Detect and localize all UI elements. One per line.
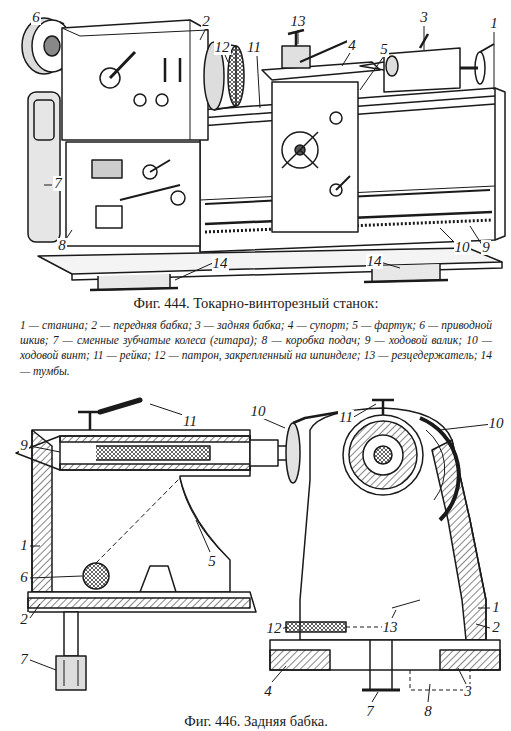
callout-number: 14: [366, 254, 383, 269]
callout-number: 9: [19, 438, 29, 453]
callout-number: 6: [31, 10, 41, 25]
callout-number: 2: [491, 620, 501, 635]
callout-number: 2: [201, 14, 211, 29]
callout-number: 6: [19, 570, 29, 585]
callout-number: 14: [212, 256, 229, 271]
callout-number: 12: [214, 40, 231, 55]
callout-number: 7: [53, 176, 63, 191]
callout-number: 10: [250, 404, 267, 419]
callout-number: 13: [290, 14, 307, 29]
callout-number: 11: [182, 414, 198, 429]
callout-number: 3: [419, 10, 429, 25]
callout-number: 8: [423, 704, 433, 719]
callout-number: 5: [207, 554, 217, 569]
callout-number: 11: [246, 40, 262, 55]
callout-number: 11: [338, 410, 354, 425]
caption-legend: 1 — станина; 2 — передняя бабка; 3 — зад…: [20, 318, 492, 379]
callout-number: 10: [488, 416, 505, 431]
callout-number: 7: [365, 704, 375, 719]
callout-number: 12: [266, 621, 283, 636]
callout-number: 4: [263, 684, 273, 699]
callout-number: 9: [481, 240, 491, 255]
callout-number: 13: [382, 620, 399, 635]
callout-number: 8: [57, 238, 67, 253]
figure-caption: Фиг. 446. Задняя бабка.: [184, 714, 328, 729]
callout-number: 4: [347, 38, 357, 53]
callout-number: 1: [491, 600, 501, 615]
callout-number: 3: [463, 684, 473, 699]
figure-caption: Фиг. 444. Токарно-винторезный станок:: [134, 296, 379, 311]
callout-number: 7: [19, 652, 29, 667]
callout-number: 1: [19, 538, 29, 553]
callout-number: 1: [489, 16, 499, 31]
callout-number: 5: [379, 42, 389, 57]
callout-number: 10: [454, 240, 471, 255]
callout-number: 2: [19, 612, 29, 627]
